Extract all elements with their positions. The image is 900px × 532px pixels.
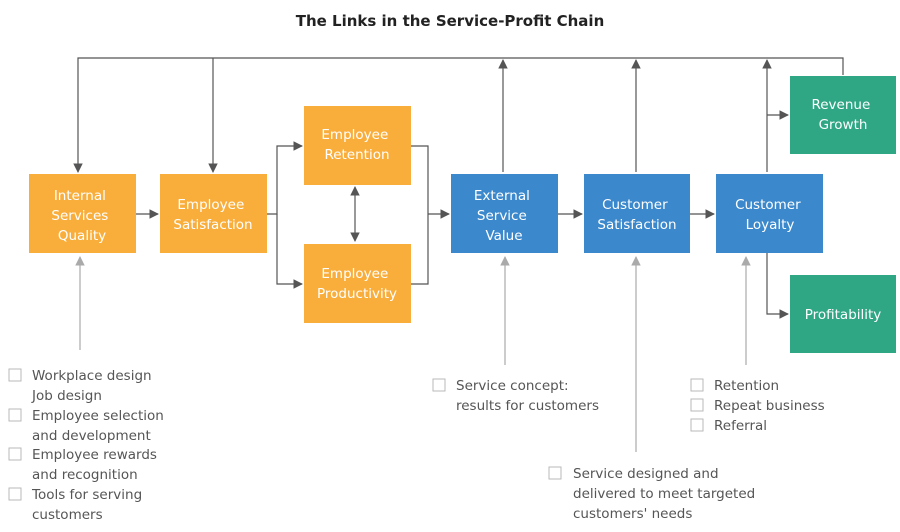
note-item: Employee rewards and recognition xyxy=(32,447,161,483)
checkbox-icon xyxy=(8,487,22,501)
box-employee-productivity xyxy=(304,244,411,323)
note-item: Service concept: results for customers xyxy=(456,378,599,414)
label-customer-loyalty: Customer Loyalty xyxy=(735,197,805,233)
note-item: Referral xyxy=(714,418,767,434)
arrow-es-to-productivity xyxy=(276,214,303,289)
arrow-es-to-retention xyxy=(267,141,303,215)
note-item: Employee selection and development xyxy=(32,408,168,444)
box-profitability xyxy=(790,275,896,353)
box-employee-retention xyxy=(304,106,411,185)
checkbox-icon xyxy=(690,378,704,392)
feedback-loop-line xyxy=(73,57,844,173)
note-item: Retention xyxy=(714,378,779,394)
checkbox-icon xyxy=(8,447,22,461)
label-internal-services-quality: Internal Services Quality xyxy=(51,188,112,244)
note-item: Repeat business xyxy=(714,398,825,414)
note-item: Tools for serving customers xyxy=(31,487,146,523)
checkbox-icon xyxy=(432,378,446,392)
label-employee-satisfaction: Employee Satisfaction xyxy=(173,197,252,233)
box-customer-loyalty xyxy=(716,174,823,253)
label-external-service-value: External Service Value xyxy=(474,188,534,244)
label-employee-retention: Employee Retention xyxy=(321,127,392,163)
label-profitability: Profitability xyxy=(805,307,882,323)
bracket-retention-productivity xyxy=(411,145,429,285)
notes-loyalty: Retention Repeat business Referral xyxy=(690,378,825,434)
box-customer-satisfaction xyxy=(584,174,690,253)
box-internal-services-quality xyxy=(29,174,136,253)
box-revenue-growth xyxy=(790,76,896,154)
label-employee-productivity: Employee Productivity xyxy=(317,266,397,302)
note-item: Service designed and delivered to meet t… xyxy=(573,466,760,522)
notes-internal: Workplace design Job design Employee sel… xyxy=(8,368,168,523)
box-employee-satisfaction xyxy=(160,174,267,253)
diagram-title: The Links in the Service-Profit Chain xyxy=(296,12,605,30)
checkbox-icon xyxy=(690,418,704,432)
notes-service-concept: Service concept: results for customers xyxy=(432,378,599,414)
arrow-to-profitability xyxy=(766,253,789,319)
label-revenue-growth: Revenue Growth xyxy=(811,97,874,133)
notes-service-design: Service designed and delivered to meet t… xyxy=(548,466,760,522)
checkbox-icon xyxy=(8,408,22,422)
label-customer-satisfaction: Customer Satisfaction xyxy=(597,197,676,233)
note-item: Workplace design Job design xyxy=(31,368,156,404)
checkbox-icon xyxy=(690,398,704,412)
box-external-service-value xyxy=(451,174,558,253)
checkbox-icon xyxy=(548,466,562,480)
checkbox-icon xyxy=(8,368,22,382)
